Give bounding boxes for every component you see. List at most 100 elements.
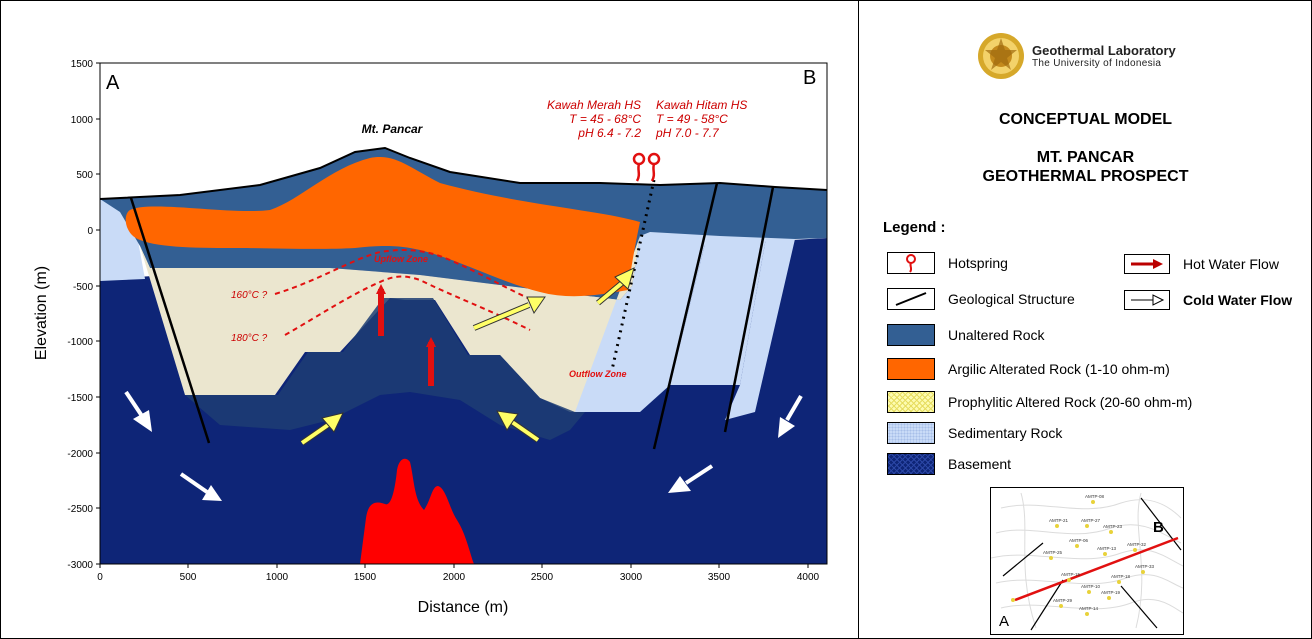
legend-cold-water-flow-label: Cold Water Flow xyxy=(1183,292,1293,308)
y-axis-label: Elevation (m) xyxy=(33,266,50,360)
sedimentary-rock-swatch xyxy=(887,422,935,444)
y-tick-label: -1500 xyxy=(67,393,93,404)
argilic-rock-swatch xyxy=(887,358,935,380)
corner-label-b: B xyxy=(803,67,816,89)
outflow-zone-label: Outflow Zone xyxy=(569,369,627,379)
unaltered-rock-swatch xyxy=(887,324,935,346)
isotherm-160-line xyxy=(274,249,533,301)
basement-swatch xyxy=(887,453,935,475)
title-geothermal-prospect: GEOTHERMAL PROSPECT xyxy=(982,168,1189,185)
geological-structure-icon xyxy=(887,288,935,310)
hotspring-2-temp: T = 49 - 58°C xyxy=(656,112,728,126)
y-axis xyxy=(96,62,100,565)
cold-flow-arrow-4 xyxy=(778,394,803,438)
y-tick-label: -1000 xyxy=(67,337,93,348)
x-tick-label: 2500 xyxy=(531,572,554,583)
y-tick-label: 1500 xyxy=(71,59,94,70)
x-axis-label: Distance (m) xyxy=(418,599,509,616)
hotspring-1-ph: pH 6.4 - 7.2 xyxy=(577,126,641,140)
hotspring-icon xyxy=(887,252,935,274)
y-tick-label: -3000 xyxy=(67,560,93,571)
y-tick-label: -2500 xyxy=(67,504,93,515)
y-tick-label: 0 xyxy=(87,226,93,237)
y-tick-label: -500 xyxy=(73,282,93,293)
cold-flow-arrow-1 xyxy=(124,390,152,432)
station-label: AMTP-13 xyxy=(1097,546,1117,551)
y-tick-label: -2000 xyxy=(67,449,93,460)
x-tick-label: 1000 xyxy=(266,572,289,583)
magma-body xyxy=(360,458,474,564)
inset-label-b: B xyxy=(1153,519,1164,536)
panel-divider xyxy=(858,0,859,639)
cold-flow-arrow-3 xyxy=(668,464,714,493)
isotherm-160-label: 160°C ? xyxy=(231,290,268,301)
yellow-arrow-1 xyxy=(300,412,344,446)
hotspring-icon-2 xyxy=(647,152,661,182)
x-tick-label: 4000 xyxy=(797,572,820,583)
university-seal-icon xyxy=(978,33,1024,79)
peak-label: Mt. Pancar xyxy=(362,122,424,136)
isotherm-180-line xyxy=(284,275,531,336)
fault-1 xyxy=(129,197,211,444)
legend-geological-structure-label: Geological Structure xyxy=(948,291,1075,307)
fault-dotted xyxy=(610,179,656,371)
station-label: AMTP-14 xyxy=(1079,606,1099,611)
legend-hot-water-flow-label: Hot Water Flow xyxy=(1183,256,1279,272)
inset-map-drawing: AMTP-08 AMTP-21 AMTP-27 AMTP-23 AMTP-06 … xyxy=(990,492,1184,631)
hotspring-1-name: Kawah Merah HS xyxy=(547,98,641,112)
legend-basement-label: Basement xyxy=(948,456,1012,472)
y-tick-label: 1000 xyxy=(71,115,94,126)
inset-label-a: A xyxy=(999,613,1009,630)
yellow-arrow-4 xyxy=(596,267,635,306)
y-tick-label: 500 xyxy=(76,170,93,181)
surface-line xyxy=(99,146,828,200)
legend-heading: Legend : xyxy=(883,219,946,236)
inset-profile-line xyxy=(1014,536,1179,602)
inset-location-map: AMTP-08 AMTP-21 AMTP-27 AMTP-23 AMTP-06 … xyxy=(990,487,1184,635)
station-label: AMTP-23 xyxy=(1103,524,1123,529)
yellow-arrow-2 xyxy=(496,410,540,443)
hotspring-icon-1 xyxy=(632,152,646,182)
station-label: AMTP-25 xyxy=(1043,550,1063,555)
cold-water-flow-icon xyxy=(1124,290,1170,310)
legend-argilic-rock-label: Argilic Alterated Rock (1-10 ohm-m) xyxy=(948,361,1170,377)
cross-section-diagram: 1500 1000 500 0 -500 -1000 -1500 -2000 -… xyxy=(33,59,828,616)
station-label: AMTP-29 xyxy=(1053,598,1073,603)
argilic-layer xyxy=(125,157,641,297)
station-label: AMTP-21 xyxy=(1049,518,1069,523)
fault-3 xyxy=(723,186,775,433)
title-mt-pancar: MT. PANCAR xyxy=(1036,149,1135,166)
legend-sedimentary-rock-label: Sedimentary Rock xyxy=(948,425,1063,441)
fault-2 xyxy=(652,182,719,450)
station-label: AMTP-06 xyxy=(1069,538,1089,543)
cold-flow-arrow-2 xyxy=(179,472,222,501)
yellow-arrow-3 xyxy=(472,296,546,331)
heat-dome xyxy=(185,298,585,440)
hotspring-2-ph: pH 7.0 - 7.7 xyxy=(655,126,720,140)
station-label: AMTP-19 xyxy=(1101,590,1121,595)
x-tick-label: 1500 xyxy=(354,572,377,583)
hotspring-1-temp: T = 45 - 68°C xyxy=(569,112,641,126)
hot-water-flow-icon xyxy=(1124,254,1170,274)
prophylitic-rock-swatch xyxy=(887,391,935,413)
legend-hotspring-label: Hotspring xyxy=(948,255,1008,271)
plot-area xyxy=(99,62,828,565)
plot-border xyxy=(99,62,828,565)
isotherm-180-label: 180°C ? xyxy=(231,333,268,344)
station-label: AMTP-32 xyxy=(1127,542,1147,547)
corner-label-a: A xyxy=(106,72,120,94)
x-tick-label: 3500 xyxy=(708,572,731,583)
x-tick-label: 2000 xyxy=(443,572,466,583)
sedimentary-right-edge xyxy=(725,187,827,420)
station-label: AMTP-18 xyxy=(1111,574,1131,579)
station-label: AMTP-10 xyxy=(1081,584,1101,589)
upflow-zone-label: Upflow Zone xyxy=(374,254,428,264)
x-tick-label: 3000 xyxy=(620,572,643,583)
lab-university: The University of Indonesia xyxy=(1032,58,1162,69)
station-label: AMTP-27 xyxy=(1081,518,1101,523)
legend-prophylitic-rock-label: Prophylitic Altered Rock (20-60 ohm-m) xyxy=(948,394,1193,410)
lab-logo-block xyxy=(975,30,1205,86)
x-tick-label: 0 xyxy=(97,572,103,583)
title-conceptual-model: CONCEPTUAL MODEL xyxy=(998,111,1173,128)
lab-name: Geothermal Laboratory xyxy=(1032,43,1176,58)
